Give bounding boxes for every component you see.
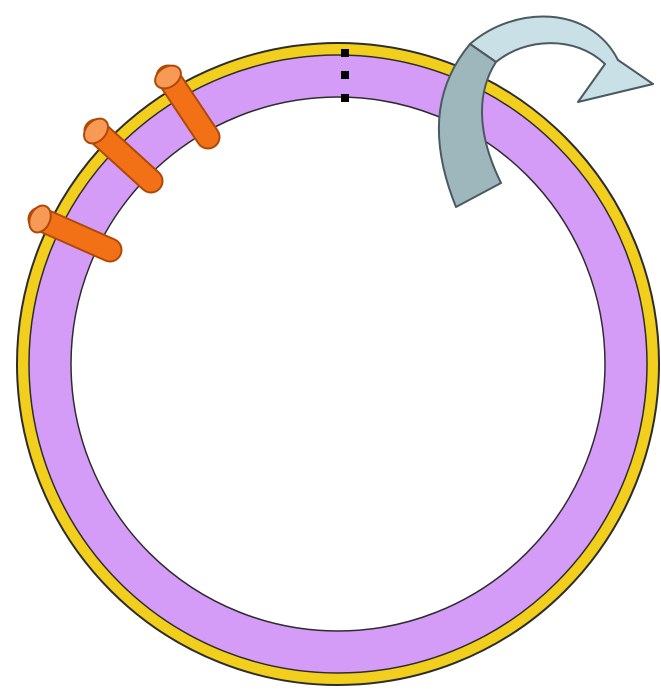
dashed-marker-icon — [341, 49, 349, 102]
